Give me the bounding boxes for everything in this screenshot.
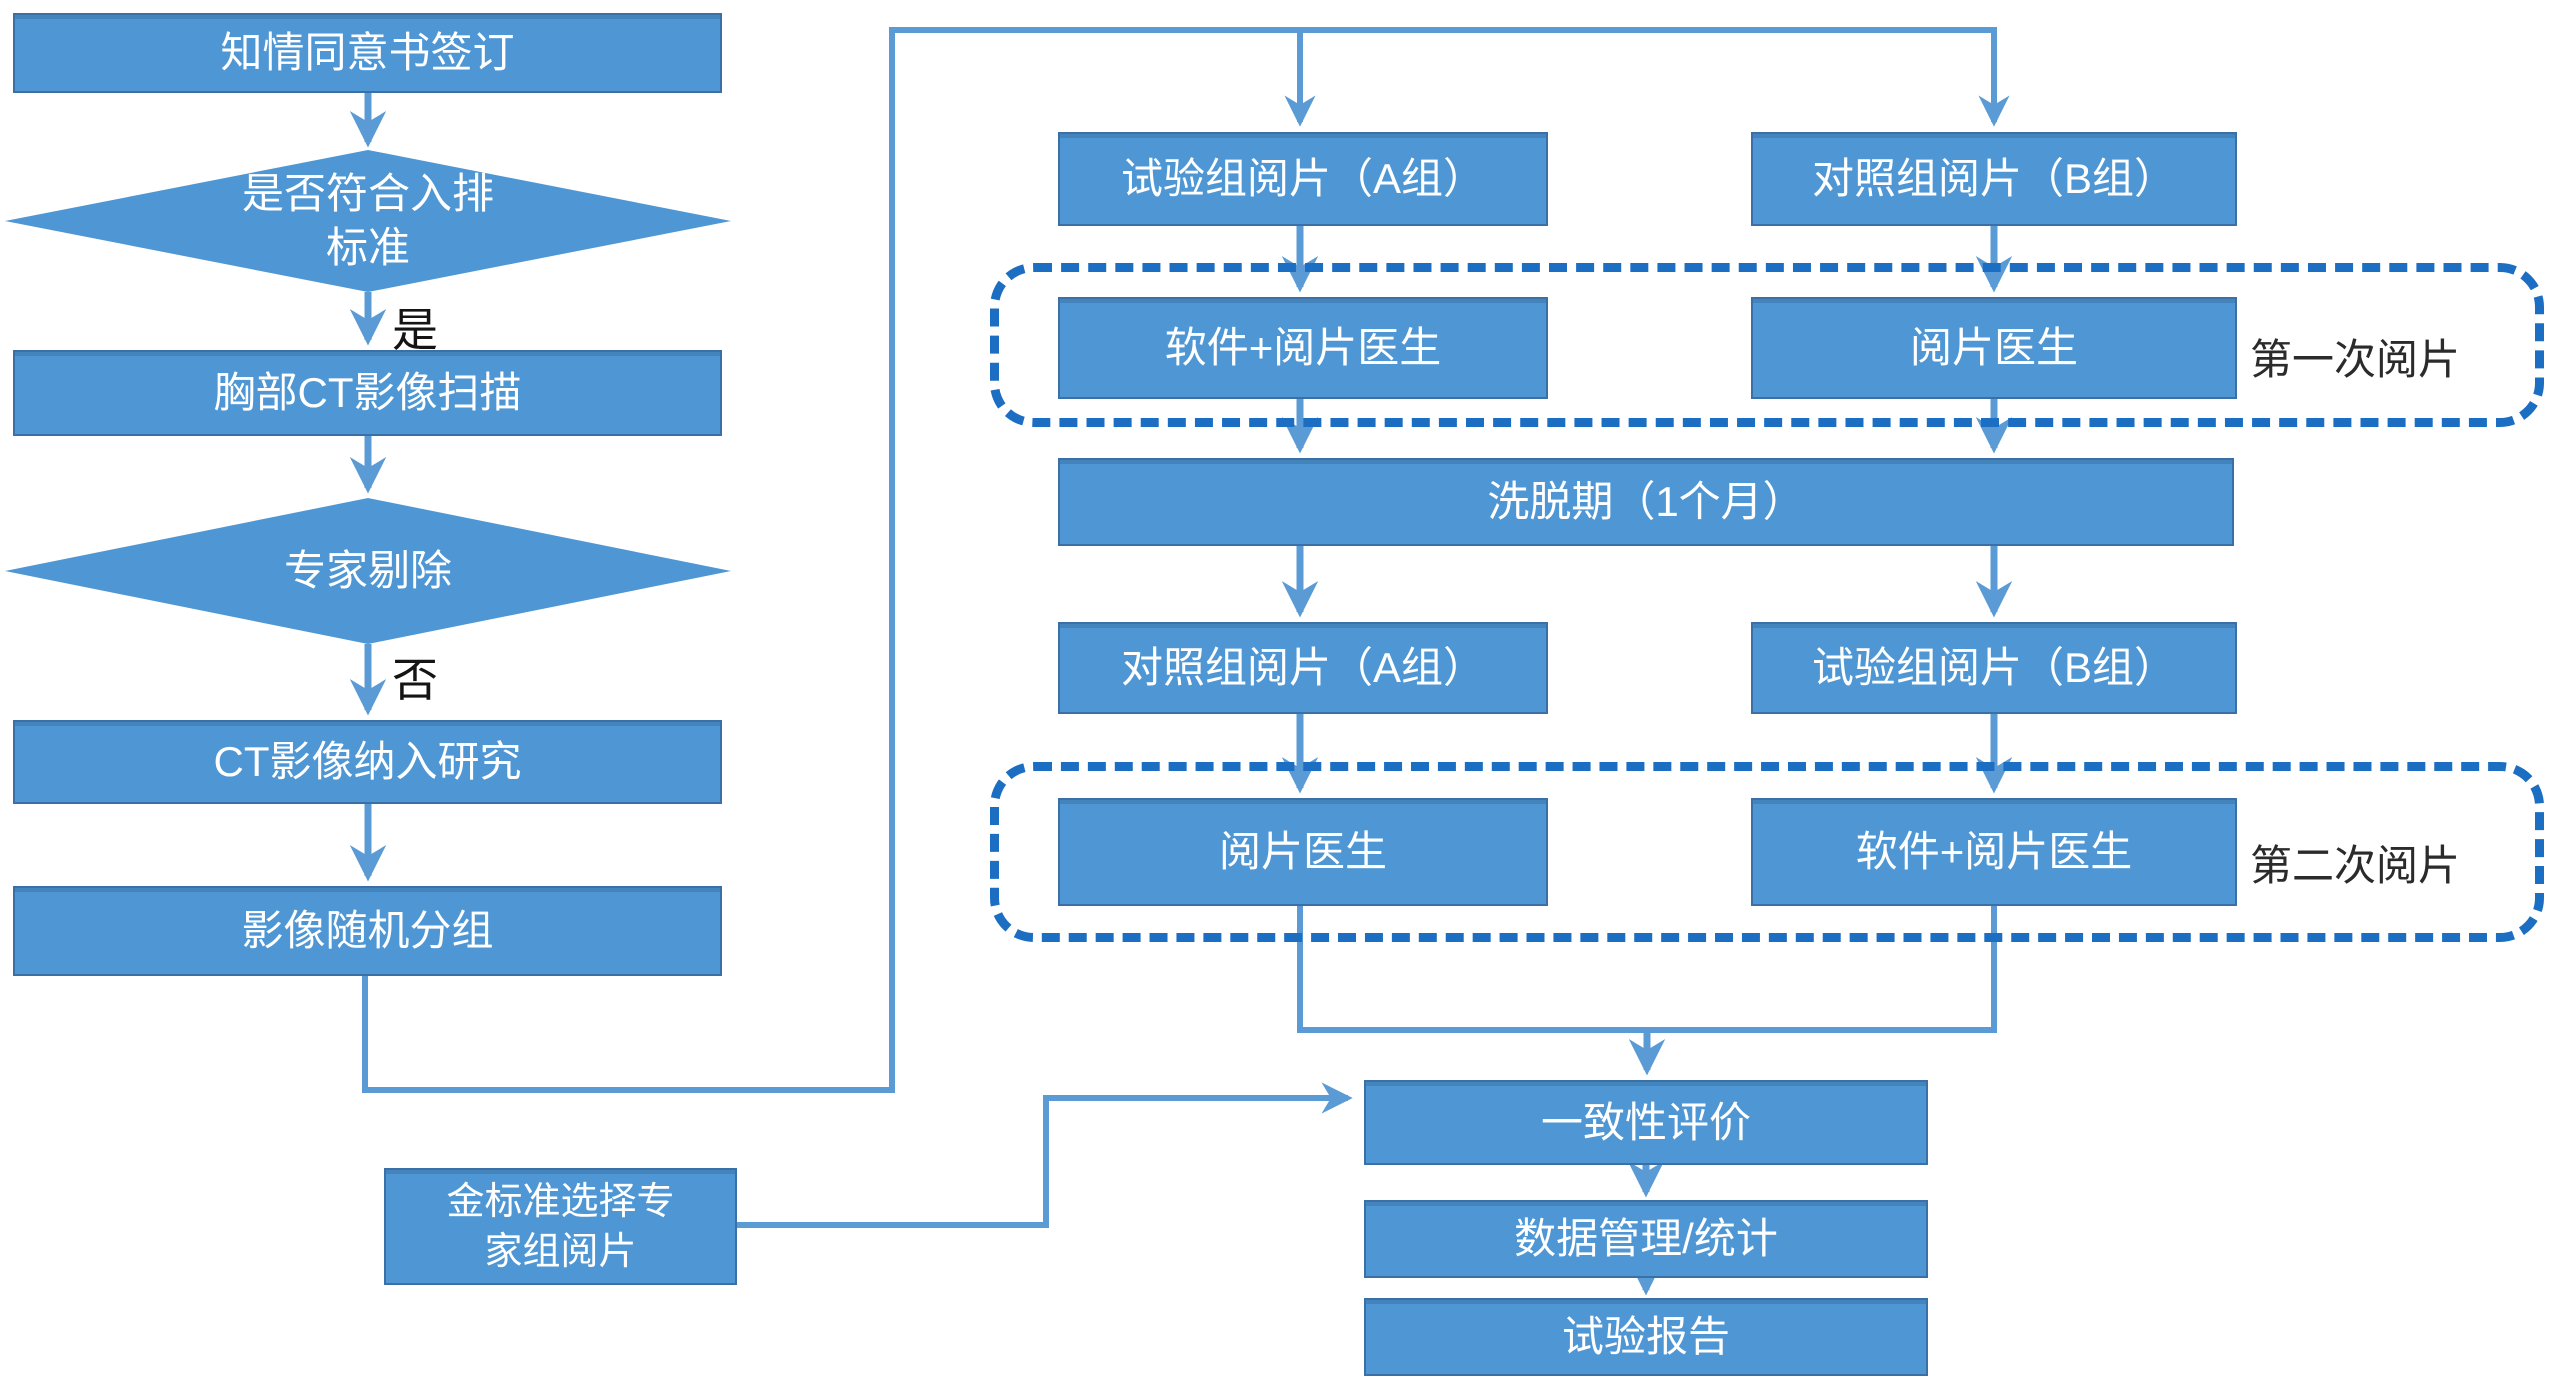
node-consent: 知情同意书签订 — [13, 13, 722, 93]
second-reading-group — [990, 762, 2544, 942]
inclusion-decision-label: 是否符合入排标准 — [241, 170, 494, 271]
node-report: 试验报告 — [1364, 1298, 1928, 1376]
node-consistency: 一致性评价 — [1364, 1080, 1928, 1165]
gold-standard-label: 金标准选择专家组阅片 — [446, 1180, 675, 1273]
connector-goldstandard-to-consistency — [737, 1082, 1353, 1228]
node-data-management: 数据管理/统计 — [1364, 1200, 1928, 1278]
node-a-second-reader: 阅片医生 — [1058, 798, 1548, 906]
branch-label-yes: 是 — [392, 304, 438, 356]
second-reading-label: 第二次阅片 — [2250, 842, 2461, 889]
first-reading-group — [990, 263, 2544, 427]
connector-randomization-to-armB1 — [362, 27, 2010, 1093]
node-ct-included: CT影像纳入研究 — [13, 720, 722, 804]
branch-label-no: 否 — [392, 654, 438, 706]
node-ct-scan: 胸部CT影像扫描 — [13, 350, 722, 436]
node-arm-b-second: 试验组阅片（B组） — [1751, 622, 2237, 714]
node-arm-a-first: 试验组阅片（A组） — [1058, 132, 1548, 226]
expert-exclusion-label: 专家剔除 — [283, 547, 452, 594]
node-gold-standard: 金标准选择专家组阅片 — [384, 1168, 737, 1285]
node-arm-a-second: 对照组阅片（A组） — [1058, 622, 1548, 714]
node-b-first-reader: 阅片医生 — [1751, 297, 2237, 399]
node-washout: 洗脱期（1个月） — [1058, 458, 2234, 546]
node-b-second-reader: 软件+阅片医生 — [1751, 798, 2237, 906]
first-reading-label: 第一次阅片 — [2250, 336, 2461, 383]
node-randomization: 影像随机分组 — [13, 886, 722, 976]
node-a-first-reader: 软件+阅片医生 — [1058, 297, 1548, 399]
connector-readers-merge — [1297, 906, 1997, 1033]
node-arm-b-first: 对照组阅片（B组） — [1751, 132, 2237, 226]
